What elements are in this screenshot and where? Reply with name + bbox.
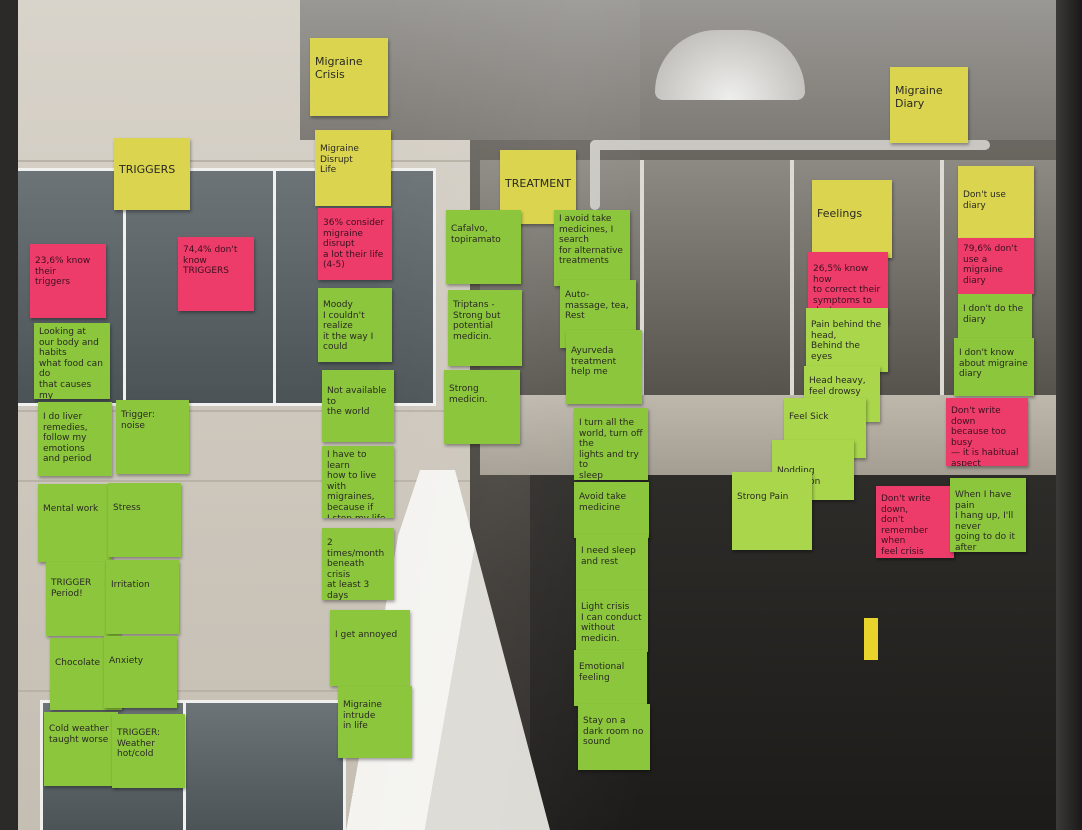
window-frame-left [0, 0, 18, 830]
window-mullion [940, 160, 944, 400]
facade-seam [0, 160, 470, 162]
sticky-note: Ayurveda treatment help me [566, 330, 642, 404]
sticky-note: I need sleep and rest [576, 534, 648, 590]
sticky-note-stat: 79,6% don't use a migraine diary [958, 238, 1034, 294]
ceiling-pipe [590, 140, 990, 150]
sticky-note: When I have pain I hang up, I'll never g… [950, 478, 1026, 552]
sticky-note: I do liver remedies, follow my emotions … [38, 402, 112, 476]
sticky-note: Migraine Disrupt Life [315, 130, 391, 206]
sticky-note: Moody I couldn't realize it the way I co… [318, 288, 392, 362]
sticky-note-stat: 36% consider migraine disrupt a lot thei… [318, 208, 392, 280]
sticky-note-stat: 74,4% don't know TRIGGERS [178, 237, 254, 311]
window-mullion [790, 160, 794, 400]
sticky-note: Don't use diary [958, 166, 1034, 238]
sticky-note: Anxiety [104, 636, 177, 708]
window-mullion [123, 171, 126, 403]
sticky-note: Don't write down because too busy — it i… [946, 398, 1028, 466]
window-mullion [640, 160, 644, 400]
sticky-note: Trigger: noise [116, 400, 189, 474]
sticky-note: Don't write down, don't remember when fe… [876, 486, 954, 558]
sticky-note: Feelings [812, 180, 892, 258]
sticky-header-migraine-crisis: Migraine Crisis [310, 38, 388, 116]
sticky-note: Light crisis I can conduct without medic… [576, 590, 648, 652]
sticky-note: Triptans - Strong but potential medicin. [448, 290, 522, 366]
sticky-note: Cold weather taught worse [44, 712, 118, 786]
sticky-note-stat: 23,6% know their triggers [30, 244, 106, 318]
sticky-note: I get annoyed [330, 610, 410, 686]
sticky-note: Looking at our body and habits what food… [34, 323, 110, 399]
window-mullion [273, 171, 276, 403]
facade-seam [0, 410, 470, 412]
window-frame-right [1056, 0, 1082, 830]
sticky-note: Cafalvo, topiramato [446, 210, 521, 284]
sticky-header-migraine-diary: Migraine Diary [890, 67, 968, 143]
sticky-note: Not available to the world [322, 370, 394, 442]
sticky-note: TRIGGER: Weather hot/cold [112, 714, 185, 788]
sticky-note: Pain behind the head, Behind the eyes [806, 308, 888, 372]
facade-seam [0, 690, 470, 692]
sticky-note: Stay on a dark room no sound [578, 704, 650, 770]
sticky-note: Migraine intrude in life [338, 686, 412, 758]
sticky-note: Irritation [106, 560, 179, 634]
sticky-note: Stress [108, 483, 181, 557]
sticky-note: Emotional feeling [574, 650, 647, 706]
sticky-note: I don't know about migraine diary [954, 338, 1034, 396]
sticky-note: Strong medicin. [444, 370, 520, 444]
sticky-header-triggers: TRIGGERS [114, 138, 190, 210]
sticky-note: I avoid take medicines, I search for alt… [554, 210, 630, 286]
yellow-tag [864, 618, 878, 660]
sticky-note: Avoid take medicine [574, 482, 649, 538]
sticky-note: I have to learn how to live with migrain… [322, 446, 394, 518]
sticky-note: 2 times/month beneath crisis at least 3 … [322, 528, 394, 600]
pendant-lamp [655, 30, 805, 100]
sticky-note: Mental work [38, 484, 112, 562]
ceiling-pipe [590, 140, 600, 210]
facade-seam [0, 480, 470, 482]
sticky-note: I don't do the diary [958, 294, 1032, 340]
sticky-note: I turn all the world, turn off the light… [574, 408, 648, 480]
sticky-note: Strong Pain [732, 472, 812, 550]
